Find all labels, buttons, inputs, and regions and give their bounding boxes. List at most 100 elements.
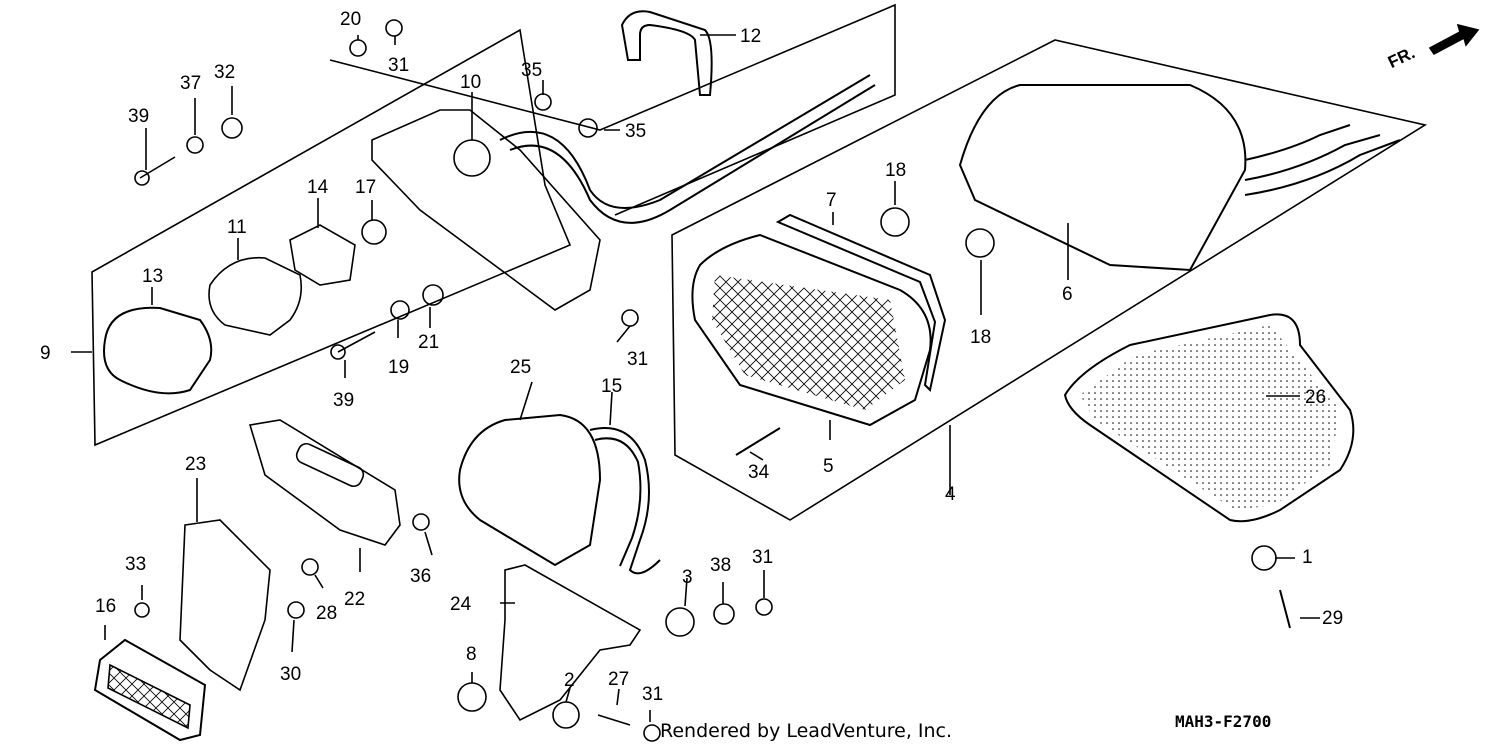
callout-12: 12 xyxy=(740,26,761,47)
callout-33: 33 xyxy=(125,554,146,575)
part-17-bulb xyxy=(361,219,387,245)
callout-19: 19 xyxy=(388,357,409,378)
render-credit: Rendered by LeadVenture, Inc. xyxy=(660,720,953,742)
part-29-bolt xyxy=(1279,589,1291,629)
callout-31-mid: 31 xyxy=(627,349,648,370)
callout-7: 7 xyxy=(826,190,837,211)
callout-28: 28 xyxy=(316,603,337,624)
callout-14: 14 xyxy=(307,177,329,198)
part-5-tail-lens xyxy=(691,233,932,427)
part-36-nut xyxy=(412,513,430,531)
callout-13: 13 xyxy=(142,266,163,287)
part-6-wiring xyxy=(1244,124,1401,196)
callout-30: 30 xyxy=(280,664,301,685)
part-35-nut-a xyxy=(534,93,552,111)
callout-31-bottom: 31 xyxy=(642,684,663,705)
part-7-lens-gasket xyxy=(775,213,947,393)
callout-39-top: 39 xyxy=(128,106,149,127)
part-16-reflector-pattern xyxy=(107,663,191,730)
callout-10: 10 xyxy=(460,72,481,93)
part-30-nut xyxy=(287,601,305,619)
part-18-bulb-b xyxy=(965,228,995,258)
part-18-bulb-a xyxy=(880,207,910,237)
callout-31-top: 31 xyxy=(388,55,409,76)
callout-18-top: 18 xyxy=(885,160,906,181)
part-39-bolt-head-mid xyxy=(330,344,346,360)
part-20-nut xyxy=(349,39,367,57)
part-28-grommet xyxy=(301,558,319,576)
part-31-nut-top xyxy=(385,19,403,37)
callout-15: 15 xyxy=(601,376,622,397)
callout-5: 5 xyxy=(823,456,834,477)
part-26-cover xyxy=(1063,313,1355,523)
callout-16: 16 xyxy=(95,596,116,617)
part-13-license-light-lens xyxy=(103,306,213,395)
part-37-washer xyxy=(186,136,204,154)
callout-27: 27 xyxy=(608,669,629,690)
part-24-stay xyxy=(499,564,642,722)
callout-21: 21 xyxy=(418,332,439,353)
callout-2: 2 xyxy=(564,670,575,691)
front-arrow-icon xyxy=(1428,23,1480,56)
callout-25: 25 xyxy=(510,357,531,378)
part-11-light-housing xyxy=(208,256,303,336)
callout-20: 20 xyxy=(340,9,361,30)
diagram-code: MAH3-F2700 xyxy=(1175,712,1272,731)
part-25-seal xyxy=(458,413,602,567)
part-6-taillight-housing xyxy=(958,84,1247,272)
callout-31-lower: 31 xyxy=(752,547,773,568)
callout-18-bottom: 18 xyxy=(970,327,991,348)
part-31-nut-bottom xyxy=(643,724,661,742)
part-39-bolt-top xyxy=(139,156,176,179)
part-22-mounting-plate xyxy=(248,419,401,546)
callout-6: 6 xyxy=(1062,284,1073,305)
callout-35-right: 35 xyxy=(625,121,646,142)
callout-1: 1 xyxy=(1302,547,1313,568)
part-15-cord xyxy=(589,427,661,575)
callout-3: 3 xyxy=(682,567,693,588)
part-33-bolt xyxy=(134,602,150,618)
part-27-bolt xyxy=(597,714,631,726)
part-12-grip xyxy=(620,10,713,96)
callout-22: 22 xyxy=(344,589,365,610)
part-31-nut-lower xyxy=(755,598,773,616)
part-38-washer xyxy=(713,603,735,625)
callout-26: 26 xyxy=(1305,387,1326,408)
callout-29: 29 xyxy=(1322,608,1343,629)
part-8-grommet xyxy=(457,682,487,712)
part-31-nut-mid xyxy=(621,309,639,327)
part-16-reflector xyxy=(93,638,207,742)
part-14-gasket xyxy=(289,224,356,286)
part-10-wire-harness xyxy=(499,74,876,224)
part-23-reflector-bracket xyxy=(179,519,271,692)
part-3-grommet xyxy=(665,607,695,637)
part-1-collar xyxy=(1251,545,1277,571)
part-10-socket xyxy=(453,139,491,177)
callout-9: 9 xyxy=(40,343,51,364)
callout-4: 4 xyxy=(945,484,956,505)
callout-17: 17 xyxy=(355,177,376,198)
part-5-lens-pattern xyxy=(712,275,905,410)
callout-32: 32 xyxy=(214,62,235,83)
group-outline-taillight-assembly xyxy=(671,39,1428,521)
group-outline-license-assembly xyxy=(91,28,572,447)
leader-lines xyxy=(71,34,1320,722)
part-21-grommet xyxy=(422,284,444,306)
callout-35-top: 35 xyxy=(521,60,542,81)
group-outline-bracket-assembly xyxy=(329,3,896,216)
part-22-slot xyxy=(295,442,365,488)
callout-39-mid: 39 xyxy=(333,390,354,411)
callout-11: 11 xyxy=(227,217,247,238)
callout-34: 34 xyxy=(748,462,770,483)
part-35-nut-b xyxy=(578,118,598,138)
part-32-collar xyxy=(221,117,243,139)
part-10-license-bracket xyxy=(371,109,601,311)
part-39-bolt-head-top xyxy=(134,170,150,186)
callout-23: 23 xyxy=(185,454,206,475)
callout-8: 8 xyxy=(466,644,477,665)
part-2-collar xyxy=(552,701,580,729)
part-34-screw xyxy=(735,427,781,456)
callout-24: 24 xyxy=(450,594,472,615)
part-19-collar xyxy=(390,300,410,320)
